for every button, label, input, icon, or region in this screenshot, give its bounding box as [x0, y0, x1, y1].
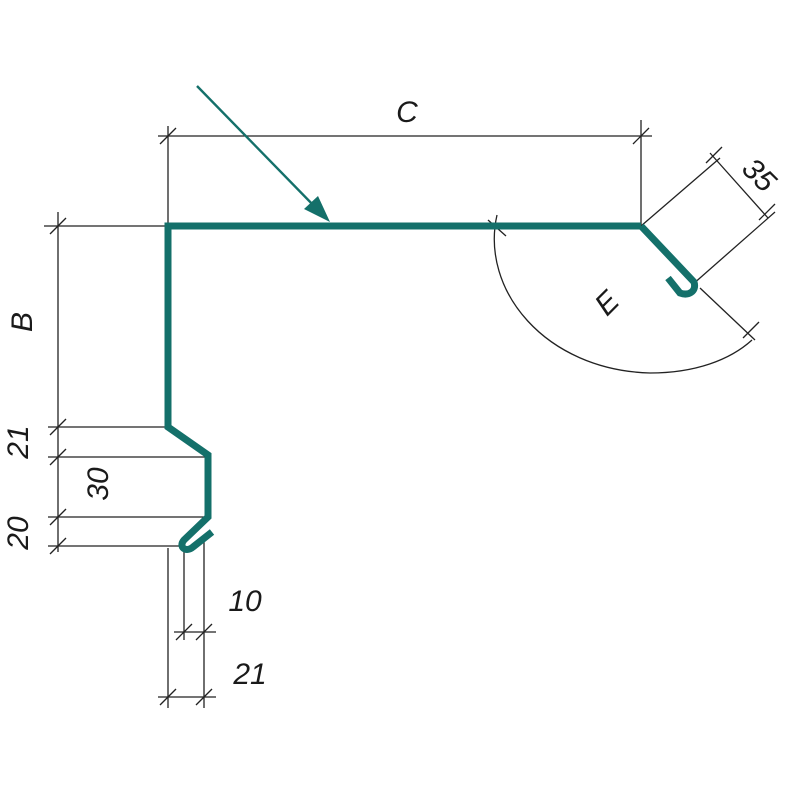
label-21-vertical: 21: [2, 425, 35, 459]
c-tick-right: [632, 127, 650, 145]
label-21-horizontal: 21: [232, 658, 266, 691]
b-tick-top: [49, 217, 67, 235]
d35-extension-2: [691, 211, 776, 286]
d35-tick-1: [705, 146, 723, 164]
profile-main-line: [164, 222, 641, 553]
d21h-tick-left: [159, 688, 177, 706]
d30-tick: [49, 508, 67, 526]
d21-tick: [49, 448, 67, 466]
d35-dimension-line: [709, 152, 769, 219]
pointer-arrow-shaft: [196, 85, 319, 211]
d21h-tick-right: [195, 688, 213, 706]
b-tick-bottom: [49, 418, 67, 436]
label-e: E: [589, 284, 627, 322]
profile-right-hook: [638, 223, 699, 298]
pointer-arrow-head: [304, 196, 330, 222]
label-30: 30: [82, 467, 115, 501]
d35-tick-2: [758, 203, 776, 221]
d20-tick: [49, 537, 67, 555]
label-b: B: [6, 312, 39, 332]
label-20: 20: [2, 516, 35, 551]
label-c: C: [396, 96, 418, 129]
e-angle-arc: [493, 214, 753, 374]
d10-tick-left: [175, 623, 193, 641]
profile-shape: [164, 222, 699, 553]
label-10: 10: [228, 585, 262, 618]
label-35: 35: [735, 152, 782, 199]
dimension-lines: [44, 85, 776, 708]
e-tick-2: [742, 321, 760, 339]
d10-tick-right: [195, 623, 213, 641]
e-extension: [699, 287, 756, 341]
d35-extension-1: [640, 157, 721, 227]
c-tick-left: [159, 127, 177, 145]
